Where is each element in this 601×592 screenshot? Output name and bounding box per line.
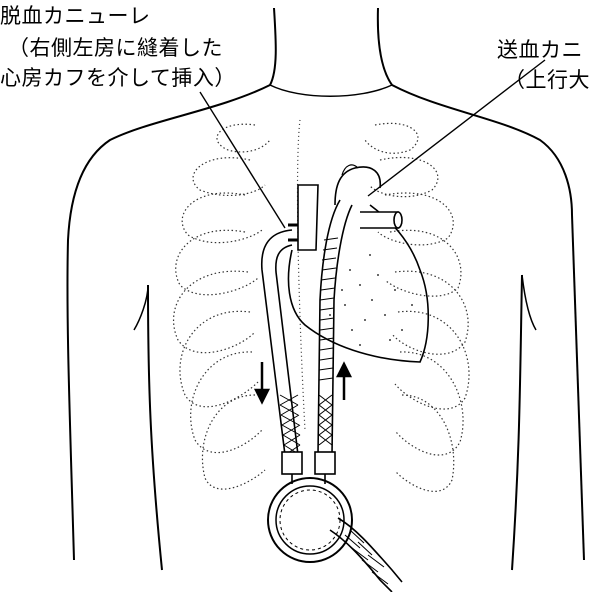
leader-lines	[200, 60, 545, 228]
oxygenator-reservoir	[268, 478, 352, 562]
body-side-left	[148, 285, 162, 570]
superior-vena-cava	[298, 185, 318, 250]
arm-right	[572, 215, 584, 560]
label-drain-cannula-note-1: （右側左房に縫着した	[8, 35, 223, 61]
label-drain-cannula-title: 脱血カニューレ	[0, 3, 151, 29]
pulmonary-artery	[360, 212, 398, 228]
label-return-cannula-title: 送血カニ	[497, 37, 583, 63]
underarm-right	[522, 275, 536, 330]
heart-stipple	[329, 254, 413, 346]
label-drain-cannula-note-2: 心房カフを介して挿入）	[0, 65, 236, 91]
label-return-cannula-note: （上行大	[504, 67, 590, 93]
drain-cannula	[262, 230, 300, 455]
rib-cage	[174, 120, 469, 491]
connectors	[282, 452, 335, 484]
neck-right	[378, 8, 392, 85]
body-side-right	[512, 275, 522, 570]
outflow-tubing	[330, 518, 402, 592]
arm-left	[67, 240, 74, 560]
return-cannula	[318, 200, 352, 455]
chin-curve	[270, 85, 392, 96]
shoulder-right	[392, 85, 572, 215]
underarm-left	[134, 285, 148, 330]
neck-left	[270, 8, 276, 85]
shoulder-left	[68, 85, 270, 240]
heart	[288, 165, 428, 362]
aortic-arch	[335, 167, 380, 205]
